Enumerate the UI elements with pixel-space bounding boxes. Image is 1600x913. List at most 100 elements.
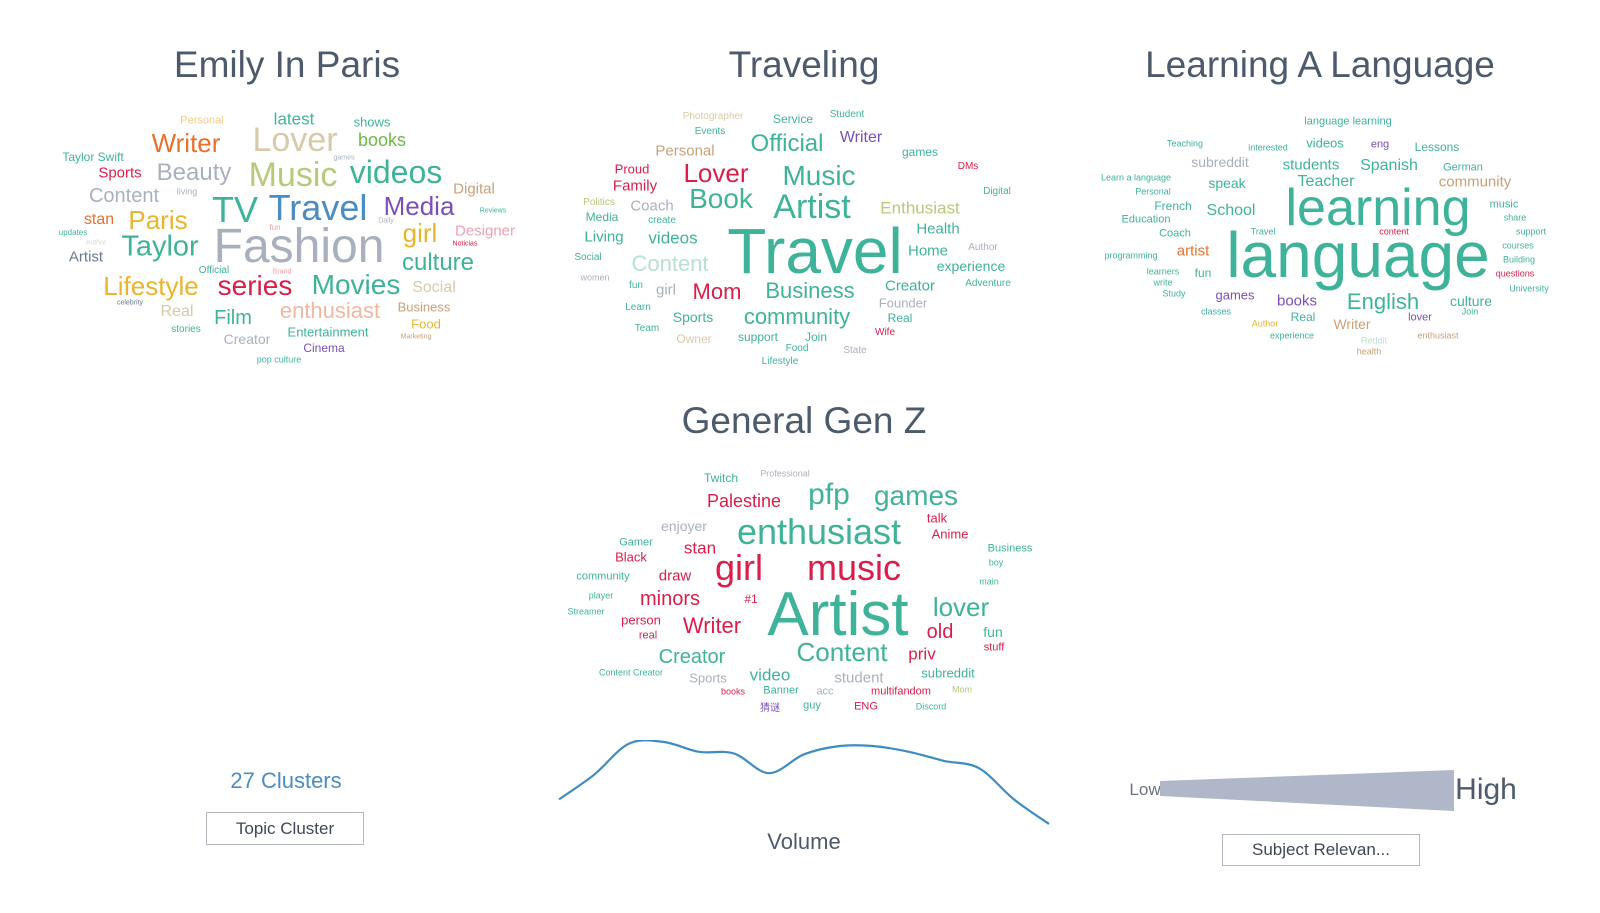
- cloud-word: Daily: [378, 217, 394, 225]
- cloud-word: pop culture: [256, 354, 302, 365]
- cloud-word: music: [806, 547, 902, 588]
- cloud-word: Creator: [658, 646, 726, 668]
- cloud-word: Personal: [655, 142, 715, 160]
- cloud-word: fun: [983, 624, 1003, 640]
- cloud-word: Business: [397, 299, 451, 315]
- cloud-word: Official: [198, 265, 230, 276]
- cloud-word: Content: [88, 185, 160, 207]
- cloud-word: support: [737, 330, 779, 344]
- cloud-word: latest: [273, 109, 315, 129]
- cloud-word: culture: [401, 249, 475, 276]
- relevance-wedge-shape: [1160, 770, 1454, 811]
- cloud-word: series: [217, 270, 293, 301]
- cloud-word: Music: [248, 156, 338, 194]
- cloud-word: Beauty: [156, 159, 232, 186]
- cloud-word: talk: [926, 510, 948, 526]
- cloud-word: enthusiast: [279, 298, 381, 323]
- cloud-word: Entertainment: [287, 324, 369, 340]
- cloud-word: Media: [383, 191, 455, 221]
- cloud-word: games: [1215, 287, 1255, 303]
- cloud-word: Brand: [272, 268, 292, 276]
- cloud-word: classes: [1200, 306, 1232, 317]
- cloud-word: person: [621, 612, 661, 628]
- cloud-word: girl: [402, 218, 438, 248]
- cloud-word: fun: [269, 223, 281, 232]
- cloud-word: Photographer: [682, 111, 744, 122]
- cloud-word: community: [576, 570, 630, 583]
- cloud-word: stuff: [983, 641, 1005, 654]
- cloud-word: games: [333, 154, 355, 162]
- cloud-word: videos: [648, 228, 698, 248]
- cloud-word: create: [648, 215, 676, 226]
- cloud-word: Adventure: [965, 278, 1011, 289]
- cloud-word: Join: [1461, 306, 1479, 317]
- cloud-word: support: [1515, 226, 1547, 237]
- cloud-word: Film: [214, 307, 252, 329]
- cloud-word: guy: [803, 699, 821, 712]
- cloud-word: subreddit: [921, 665, 975, 681]
- cloud-word: community: [743, 304, 851, 329]
- cloud-word: Content Creator: [598, 667, 664, 678]
- cloud-word: Digital: [983, 186, 1011, 197]
- cloud-word: Reddit: [1360, 335, 1388, 346]
- cloud-word: share: [1503, 212, 1527, 223]
- cloud-word: University: [1509, 283, 1549, 294]
- cloud-word: fun: [629, 280, 643, 291]
- subject-relevance-button[interactable]: Subject Relevan...: [1222, 834, 1420, 866]
- cloud-word: Lifestyle: [761, 356, 799, 367]
- cloud-title-emily-in-paris: Emily In Paris: [173, 44, 401, 85]
- cloud-word: Food: [411, 316, 441, 332]
- legend-low-label: Low: [1129, 780, 1161, 799]
- cloud-word: updates: [58, 228, 88, 237]
- cloud-word: Twitch: [703, 471, 739, 485]
- cloud-word: Wife: [875, 327, 895, 338]
- cloud-word: Content: [631, 251, 709, 276]
- cloud-word: Education: [1121, 213, 1171, 226]
- cloud-word: lover: [1408, 311, 1432, 324]
- cloud-word: Team: [634, 323, 660, 334]
- cloud-word: living: [176, 186, 198, 197]
- topic-cluster-button[interactable]: Topic Cluster: [206, 812, 364, 845]
- cloud-word: Taylor: [121, 230, 199, 263]
- cloud-word: Designer: [454, 222, 516, 240]
- cloud-word: student: [834, 669, 884, 687]
- cloud-word: ENG: [854, 700, 878, 713]
- cloud-word: Black: [615, 549, 647, 565]
- cloud-word: Founder: [878, 295, 928, 311]
- cloud-word: learners: [1146, 266, 1180, 277]
- cloud-word: English: [1346, 289, 1420, 314]
- cloud-word: Living: [584, 228, 624, 246]
- cloud-word: Lessons: [1414, 140, 1460, 154]
- cloud-word: Health: [916, 220, 960, 238]
- cloud-word: Sports: [98, 164, 142, 182]
- cloud-word: Learn a language: [1100, 172, 1172, 183]
- cloud-word: community: [1438, 173, 1512, 191]
- cloud-word: Service: [772, 112, 814, 126]
- cloud-word: experience: [936, 258, 1006, 274]
- cloud-word: health: [1356, 346, 1382, 357]
- cloud-word: video: [749, 665, 791, 685]
- cloud-word: women: [580, 272, 610, 283]
- cloud-word: girl: [655, 281, 677, 299]
- cloud-word: Study: [1162, 288, 1186, 299]
- cloud-word: experience: [1269, 330, 1315, 341]
- cloud-word: shows: [353, 114, 391, 130]
- cloud-word: Taylor Swift: [62, 150, 124, 164]
- cloud-word: Writer: [682, 613, 742, 638]
- cloud-word: minors: [639, 588, 701, 610]
- cloud-word: #1: [744, 592, 758, 606]
- cloud-word: multifandom: [871, 685, 931, 698]
- cloud-word: learning: [1285, 179, 1471, 237]
- cloud-word: Real: [887, 311, 913, 325]
- cloud-word: Music: [782, 160, 856, 191]
- cloud-word: Palestine: [706, 491, 782, 511]
- cloud-word: Coach: [630, 197, 674, 215]
- cloud-word: Teacher: [1297, 173, 1355, 190]
- cloud-word: celebrity: [116, 299, 144, 307]
- cloud-word: Cinema: [303, 341, 345, 355]
- cloud-word: player: [588, 590, 614, 601]
- cloud-word: Social: [412, 279, 456, 296]
- cloud-word: Real: [1290, 310, 1316, 324]
